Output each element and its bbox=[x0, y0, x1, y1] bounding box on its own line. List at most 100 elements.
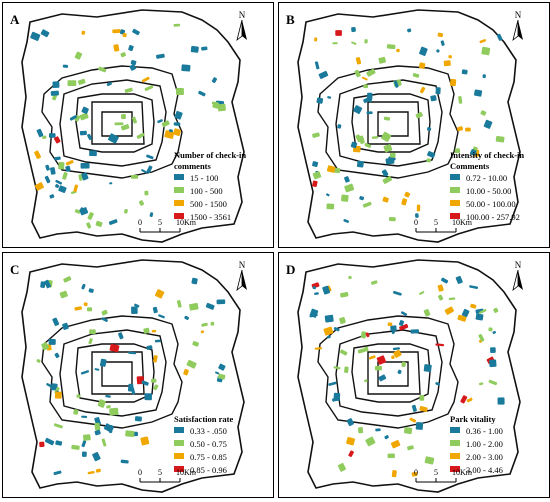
park-parcel bbox=[386, 44, 396, 50]
park-parcel bbox=[48, 338, 56, 345]
scale-bar-tick-label: 0 bbox=[414, 468, 418, 477]
park-parcel bbox=[77, 78, 86, 85]
park-parcel bbox=[105, 394, 111, 398]
park-parcel bbox=[493, 307, 499, 313]
park-parcel bbox=[339, 349, 348, 356]
park-parcel bbox=[146, 154, 154, 160]
park-parcel bbox=[134, 416, 142, 422]
legend-title-line: Comments bbox=[450, 161, 490, 171]
park-parcel bbox=[54, 391, 62, 399]
park-parcel bbox=[55, 184, 60, 189]
legend-label: 10.00 - 50.00 bbox=[466, 186, 511, 196]
legend-swatch bbox=[174, 200, 184, 206]
park-parcel bbox=[106, 82, 112, 87]
park-parcel bbox=[55, 440, 63, 446]
park-parcel bbox=[496, 33, 503, 41]
ring-road-3 bbox=[75, 343, 155, 403]
park-parcel bbox=[89, 150, 97, 157]
park-parcel bbox=[384, 435, 389, 440]
park-parcel bbox=[122, 32, 127, 38]
park-parcel bbox=[120, 459, 129, 464]
park-parcel bbox=[312, 286, 317, 290]
park-parcel bbox=[364, 379, 368, 383]
park-parcel bbox=[437, 284, 444, 292]
park-parcel bbox=[392, 347, 401, 351]
scale-bar-tick-label: 0 bbox=[138, 468, 142, 477]
park-parcel bbox=[46, 383, 52, 388]
park-parcel bbox=[365, 436, 376, 447]
park-parcel bbox=[326, 193, 330, 197]
panel-frame bbox=[278, 252, 550, 498]
park-parcel bbox=[437, 32, 444, 38]
park-parcel bbox=[109, 343, 120, 353]
park-parcel bbox=[367, 92, 373, 99]
park-parcel bbox=[438, 294, 444, 301]
park-parcel bbox=[192, 341, 199, 347]
park-parcel bbox=[456, 126, 464, 132]
park-parcel bbox=[314, 37, 318, 42]
park-parcel bbox=[326, 203, 335, 210]
park-parcel bbox=[98, 66, 107, 73]
park-parcel bbox=[53, 423, 63, 429]
park-parcel bbox=[124, 87, 133, 93]
park-parcel bbox=[488, 327, 493, 332]
park-parcel bbox=[454, 148, 461, 154]
park-parcel bbox=[346, 418, 354, 427]
ring-road-3 bbox=[351, 93, 431, 153]
park-parcel bbox=[383, 116, 391, 121]
park-parcel bbox=[346, 437, 356, 446]
city-boundary bbox=[21, 259, 245, 493]
park-parcel bbox=[390, 439, 401, 449]
park-parcel bbox=[97, 399, 106, 408]
park-parcel bbox=[200, 330, 205, 334]
park-parcel bbox=[67, 80, 77, 86]
scale-bar-tick-label: 10 bbox=[176, 218, 184, 227]
park-parcel bbox=[80, 162, 90, 169]
park-parcel bbox=[370, 280, 378, 285]
park-parcel bbox=[120, 124, 130, 131]
park-parcel bbox=[426, 127, 432, 131]
legend-label: 100 - 500 bbox=[190, 186, 223, 196]
ring-road-4 bbox=[91, 101, 145, 145]
park-parcel bbox=[52, 317, 60, 327]
panel-letter: C bbox=[10, 262, 19, 277]
park-parcel bbox=[327, 96, 332, 99]
park-parcel bbox=[215, 371, 220, 375]
park-parcel bbox=[48, 133, 56, 138]
park-parcel bbox=[92, 451, 101, 462]
park-parcel bbox=[211, 101, 219, 106]
park-parcel bbox=[76, 394, 81, 398]
legend-label: 50.00 - 100.00 bbox=[466, 199, 516, 209]
park-parcel bbox=[121, 114, 126, 120]
park-parcel bbox=[63, 276, 72, 283]
park-parcel bbox=[333, 327, 340, 332]
park-parcel bbox=[318, 70, 329, 79]
park-parcel bbox=[109, 182, 113, 185]
park-parcel bbox=[181, 64, 191, 72]
park-parcel bbox=[448, 55, 452, 59]
ring-road-2 bbox=[59, 79, 167, 167]
park-parcel bbox=[101, 309, 108, 316]
park-parcel bbox=[146, 345, 153, 350]
park-parcel bbox=[101, 317, 108, 322]
park-parcel bbox=[95, 220, 103, 227]
park-parcel bbox=[412, 73, 420, 78]
park-parcel bbox=[473, 89, 483, 97]
park-parcel bbox=[40, 281, 46, 288]
park-parcel bbox=[478, 382, 484, 386]
park-parcel bbox=[339, 317, 346, 324]
park-parcel bbox=[132, 28, 140, 36]
park-parcel bbox=[343, 219, 350, 223]
north-arrow-label: N bbox=[515, 260, 522, 270]
legend-swatch bbox=[174, 427, 184, 433]
park-parcel bbox=[62, 322, 69, 330]
park-parcel bbox=[74, 51, 83, 60]
park-parcel bbox=[458, 96, 463, 104]
ring-road-2 bbox=[59, 329, 167, 417]
